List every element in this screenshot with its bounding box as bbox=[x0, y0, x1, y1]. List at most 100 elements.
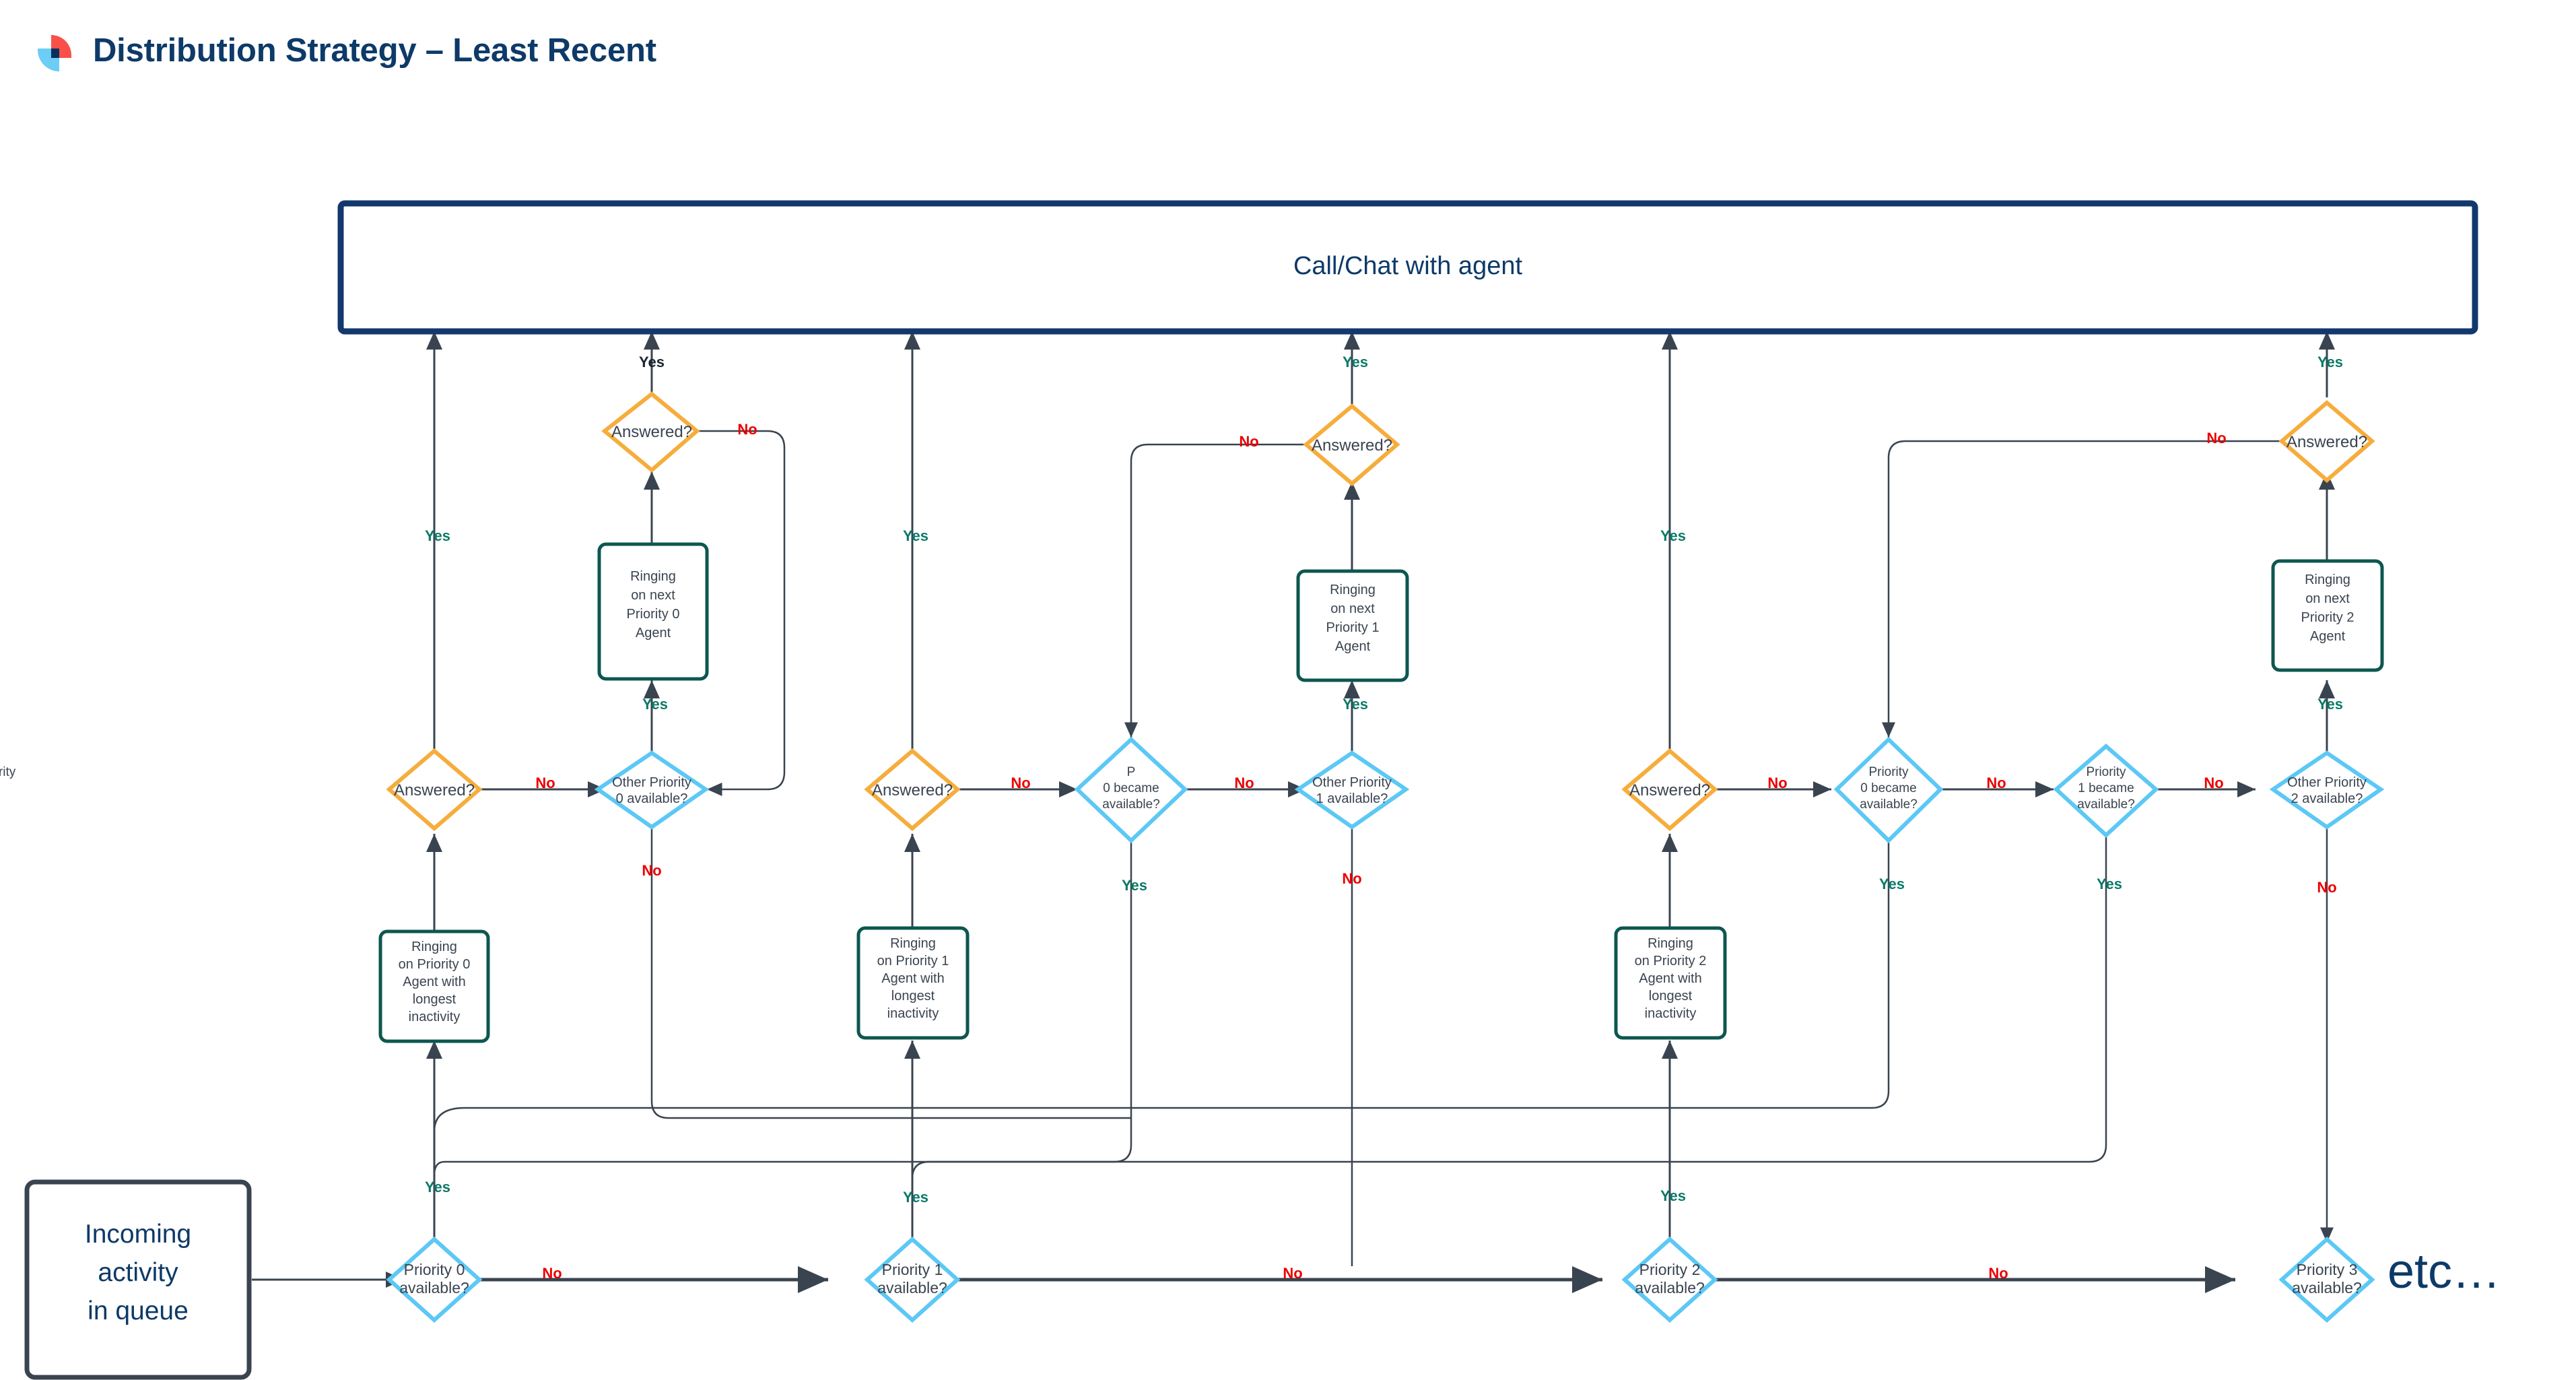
node-label-line2: on Priority 2 bbox=[1635, 954, 1707, 968]
node-ringing-priority-0-longest[interactable]: Ringing on Priority 0 Agent with longest… bbox=[378, 929, 490, 1043]
edge-label-yes: Yes bbox=[1660, 527, 1686, 544]
group-priority-2: Priority 2 available? Yes No Ringing on … bbox=[1614, 354, 2385, 1323]
node-priority-1-available[interactable]: Priority 1 available? bbox=[864, 1236, 961, 1323]
node-label-line4: longest bbox=[1649, 989, 1693, 1004]
node-call-chat-with-agent[interactable]: Call/Chat with agent bbox=[337, 200, 2478, 335]
node-label-line4: longest bbox=[413, 992, 456, 1007]
edge-label-yes: Yes bbox=[2097, 876, 2122, 892]
node-label: Answered? bbox=[2286, 433, 2367, 451]
node-label-line5: inactivity bbox=[1645, 1006, 1697, 1021]
node-label-line3: in queue bbox=[88, 1296, 189, 1325]
node-label-line1: Other Priority bbox=[2287, 775, 2367, 790]
edge-label-no: No bbox=[1986, 775, 2006, 791]
node-ringing-next-priority-1[interactable]: Ringing on next Priority 1 Agent bbox=[1296, 569, 1409, 682]
node-label-line1: Ringing bbox=[630, 569, 676, 584]
group-priority-1: Priority 1 available? Yes No Ringing on … bbox=[0, 354, 1410, 1323]
node-label-line1: Other Priority bbox=[612, 775, 691, 790]
node-other-priority-1-available[interactable]: Other Priority 1 available? bbox=[1294, 750, 1410, 830]
node-label-line3: available? bbox=[1860, 797, 1918, 812]
edge-label-no: No bbox=[535, 775, 555, 791]
node-label-line1: Priority bbox=[2086, 765, 2126, 779]
etc-label: etc… bbox=[2387, 1245, 2501, 1299]
node-label-line1: Ringing bbox=[411, 940, 457, 954]
node-label-line2: 0 became bbox=[1103, 781, 1159, 795]
node-label-line1: Priority 1 bbox=[882, 1261, 943, 1278]
edge-label-yes: Yes bbox=[1879, 876, 1905, 892]
node-priority-0-available[interactable]: Priority 0 available? bbox=[386, 1236, 483, 1323]
edge-label-no: No bbox=[2204, 775, 2223, 791]
node-answered-priority-2[interactable]: Answered? bbox=[1621, 748, 1718, 831]
node-priority-0-became-available-g2[interactable]: Priority 0 became available? bbox=[1833, 736, 1944, 844]
node-ringing-next-priority-0[interactable]: Ringing on next Priority 0 Agent bbox=[597, 542, 709, 681]
node-label-line3: available? bbox=[2077, 797, 2135, 812]
node-label-line2: 0 available? bbox=[616, 791, 688, 806]
edge-label-yes: Yes bbox=[642, 696, 668, 713]
node-label-line3: Priority 2 bbox=[2301, 610, 2354, 625]
node-label: Answered? bbox=[1629, 781, 1710, 799]
edge-label-yes: Yes bbox=[639, 354, 665, 370]
node-incoming-activity-in-queue[interactable]: Incoming activity in queue bbox=[24, 1179, 252, 1380]
node-label-line3: Priority 0 bbox=[627, 607, 680, 622]
node-label-line2: 1 became bbox=[2078, 781, 2134, 795]
edge-label-no: No bbox=[642, 862, 661, 879]
node-label-line1: Ringing bbox=[890, 936, 936, 951]
edge-label-no: No bbox=[737, 421, 757, 438]
node-label-line3: available? bbox=[1102, 797, 1160, 812]
node-label-line2: available? bbox=[399, 1279, 469, 1296]
edge-label-yes: Yes bbox=[1343, 354, 1368, 370]
node-answered-priority-1[interactable]: Answered? bbox=[864, 748, 961, 831]
edge-label-no: No bbox=[1988, 1265, 2008, 1282]
node-label: Answered? bbox=[1312, 436, 1392, 455]
node-label-line2: 2 available? bbox=[2291, 791, 2363, 806]
node-priority-3-available[interactable]: Priority 3 available? bbox=[2278, 1236, 2375, 1323]
edge-label-yes: Yes bbox=[1343, 696, 1368, 713]
node-ringing-priority-1-longest[interactable]: Ringing on Priority 1 Agent with longest… bbox=[856, 926, 970, 1040]
node-label-line1: Priority bbox=[0, 765, 1135, 779]
edge-label-yes: Yes bbox=[2317, 696, 2343, 713]
node-label-line1: Priority 0 bbox=[404, 1261, 465, 1278]
edge-label-no: No bbox=[1234, 775, 1254, 791]
node-answered-priority-0[interactable]: Answered? bbox=[386, 748, 483, 831]
edge-label-no: No bbox=[2206, 430, 2226, 447]
node-label-line1: Other Priority bbox=[1312, 775, 1392, 790]
node-other-priority-0-available[interactable]: Other Priority 0 available? bbox=[594, 750, 710, 830]
node-answered-next-priority-0[interactable]: Answered? bbox=[601, 391, 700, 473]
node-answered-next-priority-2[interactable]: Answered? bbox=[2278, 400, 2375, 483]
node-label: Answered? bbox=[394, 781, 475, 799]
node-label-line3: Agent with bbox=[881, 971, 944, 986]
node-ringing-priority-2-longest[interactable]: Ringing on Priority 2 Agent with longest… bbox=[1614, 926, 1727, 1040]
node-priority-2-available[interactable]: Priority 2 available? bbox=[1621, 1236, 1718, 1323]
node-answered-next-priority-1[interactable]: Answered? bbox=[1303, 403, 1400, 486]
node-label-line4: Agent bbox=[636, 626, 671, 640]
edge-label-yes: Yes bbox=[1660, 1187, 1686, 1204]
node-label-line2: available? bbox=[877, 1279, 947, 1296]
edge-layer bbox=[252, 331, 2335, 1293]
edge-label-no: No bbox=[1011, 775, 1030, 791]
edge-label-yes: Yes bbox=[425, 1179, 450, 1195]
node-priority-1-became-available-g2[interactable]: Priority 1 became available? bbox=[2053, 744, 2159, 839]
node-label-line2: on Priority 0 bbox=[399, 957, 471, 972]
node-label-line2: 1 available? bbox=[1316, 791, 1388, 806]
node-label: Call/Chat with agent bbox=[1293, 252, 1523, 280]
node-label-line3: Agent with bbox=[1639, 971, 1701, 986]
node-label-line1: Priority bbox=[1868, 765, 1909, 779]
node-label-line1: Incoming bbox=[85, 1220, 191, 1249]
node-label-line2: on next bbox=[631, 588, 675, 603]
edge-label-no: No bbox=[1239, 433, 1258, 450]
node-ringing-next-priority-2[interactable]: Ringing on next Priority 2 Agent bbox=[2271, 559, 2384, 672]
node-label-line5: inactivity bbox=[887, 1006, 939, 1021]
node-other-priority-2-available[interactable]: Other Priority 2 available? bbox=[2269, 750, 2385, 830]
node-label-line3: Agent with bbox=[403, 975, 465, 989]
edge-label-yes: Yes bbox=[903, 527, 928, 544]
node-label: Answered? bbox=[872, 781, 953, 799]
node-label-line5: inactivity bbox=[409, 1010, 461, 1024]
node-label-line1: Ringing bbox=[2305, 572, 2350, 587]
brand-logo-icon bbox=[32, 32, 74, 74]
node-label-line2: 0 became bbox=[1860, 781, 1916, 795]
node-label-line2: on next bbox=[1330, 601, 1375, 616]
node-label-line2: available? bbox=[1635, 1279, 1705, 1296]
edge-label-no: No bbox=[1767, 775, 1787, 791]
node-label-line4: Agent bbox=[1335, 639, 1371, 654]
node-label-line4: Agent bbox=[2310, 629, 2346, 644]
